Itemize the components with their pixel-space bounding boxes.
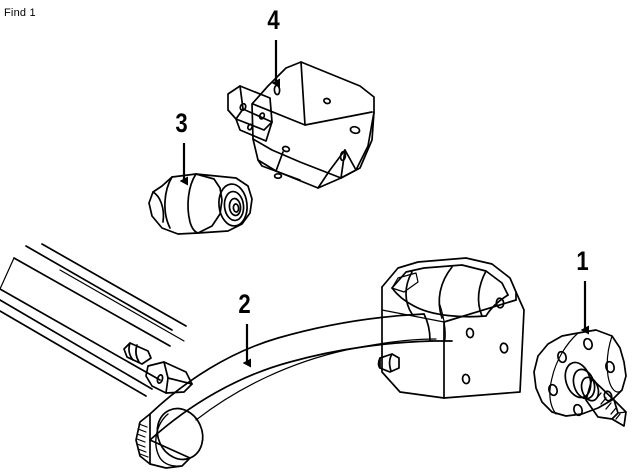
spring-seat-bracket <box>381 257 525 399</box>
part-suspension-bushing <box>148 173 253 235</box>
find-label: Find 1 <box>4 7 36 19</box>
callout-number-4[interactable]: 4 <box>267 5 280 35</box>
part-mounting-bracket <box>227 61 375 189</box>
callout-number-3[interactable]: 3 <box>175 108 188 138</box>
frame-rails <box>0 243 193 397</box>
callout-number-1[interactable]: 1 <box>576 246 589 276</box>
part-rear-axle-trailing-arm-beam <box>135 304 453 469</box>
callout-number-2[interactable]: 2 <box>238 289 251 319</box>
part-wheel-hub-spindle-assembly <box>533 329 627 427</box>
